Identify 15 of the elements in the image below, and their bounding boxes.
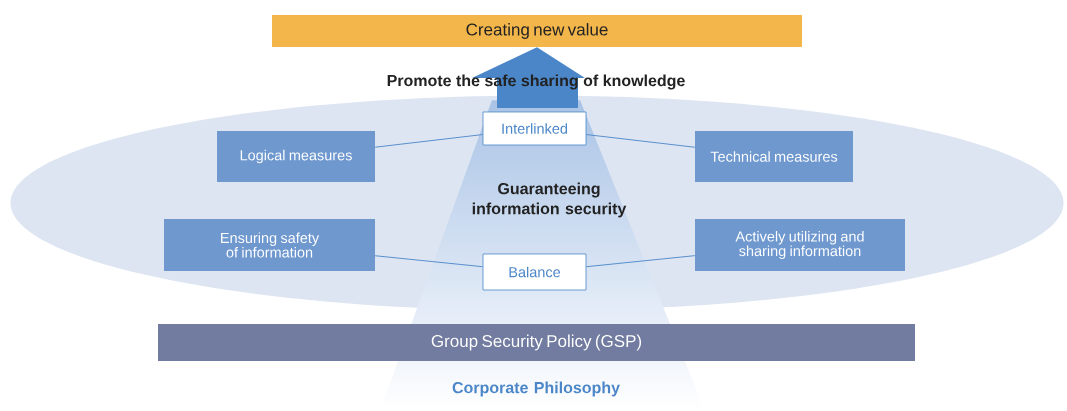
measure-box: Actively utilizing and sharing information	[695, 219, 905, 271]
measure-box: Technical measures	[695, 131, 853, 182]
link-box: Balance	[482, 253, 587, 291]
arrow	[472, 47, 585, 108]
connector-line	[374, 134, 484, 148]
measure-box: Logical measures	[217, 131, 375, 182]
base-label: Corporate Philosophy	[452, 381, 620, 397]
section-heading: Guaranteeing information security	[472, 182, 627, 218]
connector-line	[374, 255, 484, 268]
connector-line	[585, 255, 696, 268]
policy-bar: Group Security Policy (GSP)	[158, 324, 915, 361]
connector-line	[585, 134, 696, 148]
link-box: Interlinked	[482, 111, 587, 146]
goal-box: Creating new value	[272, 15, 802, 47]
measure-box: Ensuring safety of information	[164, 219, 375, 271]
